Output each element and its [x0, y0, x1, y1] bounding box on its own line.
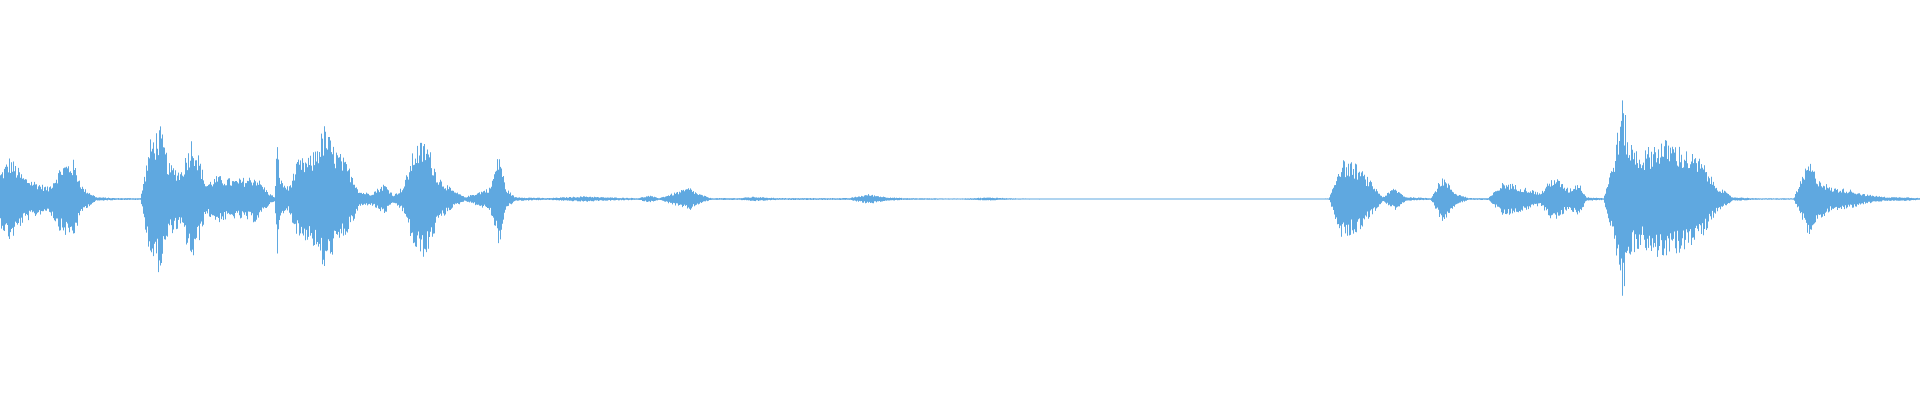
- waveform-samples: [0, 100, 1920, 296]
- waveform-path: [0, 100, 1920, 296]
